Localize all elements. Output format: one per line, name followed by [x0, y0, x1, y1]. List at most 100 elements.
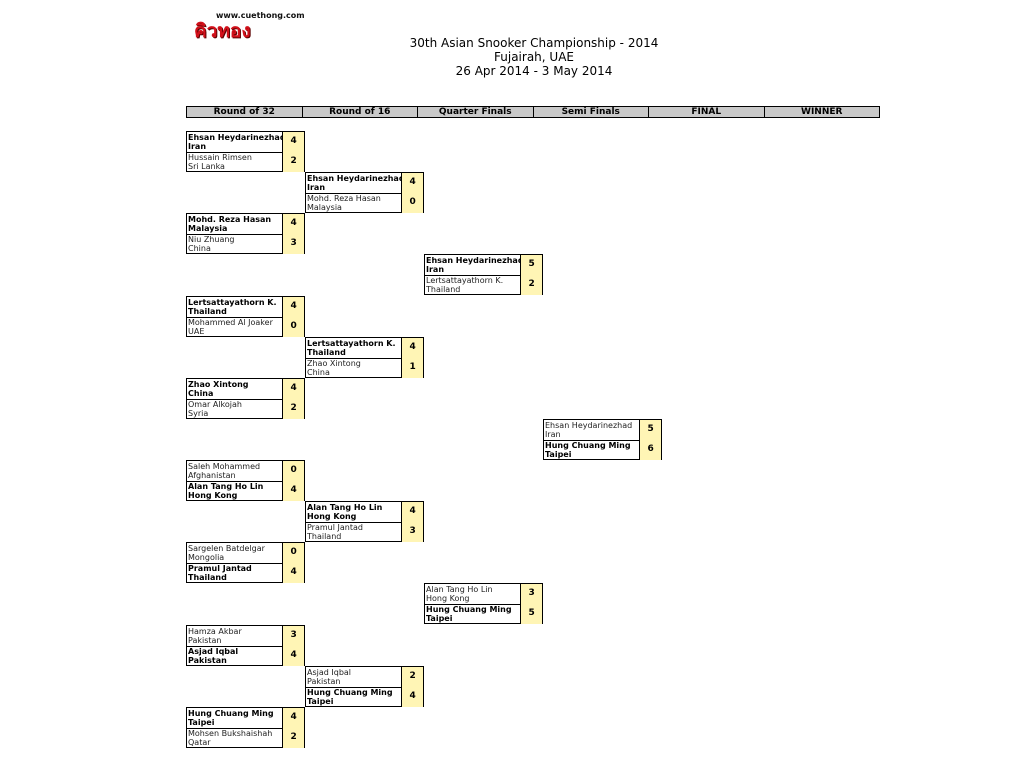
- player-name: Ehsan Heydarinezhad: [307, 174, 402, 183]
- page-header: 30th Asian Snooker Championship - 2014 F…: [400, 36, 668, 78]
- score-cell: 4: [401, 173, 423, 193]
- score-cell: 3: [520, 584, 542, 604]
- score-cell: 4: [282, 214, 304, 234]
- score-cell: 2: [401, 667, 423, 687]
- player-country: Iran: [188, 142, 207, 151]
- player-name: Sargelen Batdelgar: [188, 544, 265, 553]
- score-cell: 2: [520, 275, 542, 295]
- player-country: Mongolia: [188, 553, 225, 562]
- score-cell: 4: [401, 338, 423, 358]
- player-country: Qatar: [188, 738, 211, 747]
- player-country: Syria: [188, 409, 209, 418]
- score-cell: 4: [282, 481, 304, 501]
- player-country: Iran: [307, 183, 326, 192]
- player-country: UAE: [188, 327, 205, 336]
- player-name: Hamza Akbar: [188, 627, 242, 636]
- player-name: Lertsattayathorn K.: [307, 339, 396, 348]
- player-country: Thailand: [188, 307, 227, 316]
- player-name: Alan Tang Ho Lin: [188, 482, 264, 491]
- score-cell: 3: [401, 522, 423, 542]
- score-cell: 5: [520, 255, 542, 275]
- round-header: Round of 32: [187, 107, 303, 117]
- player-country: Thailand: [307, 532, 342, 541]
- page-title: 30th Asian Snooker Championship - 2014: [409, 36, 659, 50]
- player-name: Hung Chuang Ming: [188, 709, 274, 718]
- player-name: Lertsattayathorn K.: [188, 298, 277, 307]
- player-country: Malaysia: [307, 203, 342, 212]
- player-country: Hong Kong: [188, 491, 238, 500]
- player-country: Iran: [426, 265, 445, 274]
- player-country: Thailand: [426, 285, 461, 294]
- score-cell: 4: [282, 379, 304, 399]
- score-cell: 0: [282, 461, 304, 481]
- player-country: China: [307, 368, 330, 377]
- score-cell: 2: [282, 399, 304, 419]
- player-country: Hong Kong: [426, 594, 470, 603]
- score-cell: 0: [401, 193, 423, 213]
- player-cell: Lertsattayathorn K.Thailand: [187, 297, 282, 317]
- logo: www.cuethong.com คิวทอง: [194, 11, 305, 43]
- event-location: Fujairah, UAE: [494, 50, 574, 64]
- player-name: Niu Zhuang: [188, 235, 235, 244]
- player-name: Zhao Xintong: [188, 380, 249, 389]
- score-cell: 2: [282, 728, 304, 748]
- player-name: Pramul Jantad: [307, 523, 363, 532]
- player-name: Ehsan Heydarinezhad: [426, 256, 521, 265]
- score-cell: 4: [401, 687, 423, 707]
- player-name: Mohd. Reza Hasan: [307, 194, 381, 203]
- player-country: Sri Lanka: [188, 162, 225, 171]
- score-cell: 4: [282, 132, 304, 152]
- player-country: Pakistan: [307, 677, 341, 686]
- score-cell: 3: [282, 234, 304, 254]
- player-name: Ehsan Heydarinezhad: [188, 133, 283, 142]
- round-header: WINNER: [764, 107, 879, 117]
- score-cell: 4: [401, 502, 423, 522]
- player-cell: Lertsattayathorn K.Thailand: [425, 275, 520, 295]
- logo-mark: คิวทอง: [194, 20, 251, 42]
- player-name: Hung Chuang Ming: [307, 688, 393, 697]
- player-country: Iran: [545, 430, 561, 439]
